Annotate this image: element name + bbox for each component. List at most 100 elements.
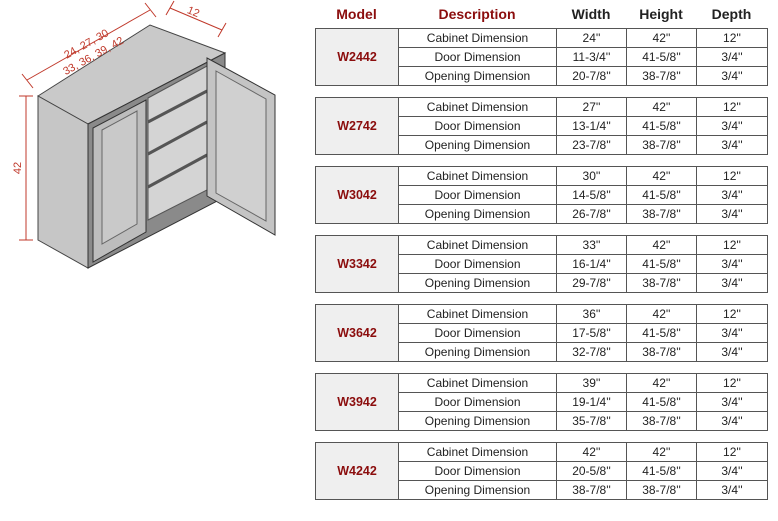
depth-cell: 3/4'' [696,392,768,412]
model-code: W3942 [315,373,399,431]
height-cell: 38-7/8'' [626,411,697,431]
width-cell: 20-7/8'' [556,66,627,86]
height-cell: 42'' [626,235,697,255]
width-cell: 11-3/4'' [556,47,627,67]
height-cell: 38-7/8'' [626,342,697,362]
header-width: Width [571,6,611,22]
cabinet-shelf [147,120,208,156]
width-cell: 19-1/4'' [556,392,627,412]
description-cell: Opening Dimension [398,411,557,431]
width-cell: 26-7/8'' [556,204,627,224]
description-cell: Opening Dimension [398,204,557,224]
description-cell: Opening Dimension [398,273,557,293]
depth-cell: 12'' [696,28,768,48]
depth-dimension-tick [217,22,227,38]
width-cell: 14-5/8'' [556,185,627,205]
depth-cell: 3/4'' [696,254,768,274]
width-cell: 24'' [556,28,627,48]
width-dimension-line [26,9,151,81]
height-cell: 41-5/8'' [626,461,697,481]
width-cell: 39'' [556,373,627,393]
depth-cell: 12'' [696,97,768,117]
description-cell: Cabinet Dimension [398,442,557,462]
depth-dimension-line [169,7,223,31]
depth-dimension-tick [165,0,175,16]
width-cell: 36'' [556,304,627,324]
width-cell: 32-7/8'' [556,342,627,362]
cabinet-shelf [147,89,208,124]
spec-table: Model Description Width Height Depth W24… [315,6,768,511]
depth-cell: 3/4'' [696,480,768,500]
model-code: W3042 [315,166,399,224]
cabinet-shelf [147,153,208,189]
height-cell: 41-5/8'' [626,254,697,274]
header-depth: Depth [711,6,752,22]
cabinet-side-face [37,95,89,269]
height-cell: 42'' [626,28,697,48]
height-cell: 42'' [626,373,697,393]
depth-cell: 3/4'' [696,411,768,431]
depth-cell: 12'' [696,166,768,186]
height-cell: 38-7/8'' [626,480,697,500]
height-cell: 41-5/8'' [626,392,697,412]
height-cell: 42'' [626,166,697,186]
table-header: Model Description Width Height Depth [315,6,767,28]
description-cell: Cabinet Dimension [398,304,557,324]
height-cell: 38-7/8'' [626,273,697,293]
description-cell: Opening Dimension [398,342,557,362]
height-cell: 38-7/8'' [626,204,697,224]
height-cell: 42'' [626,442,697,462]
model-code: W3642 [315,304,399,362]
description-cell: Cabinet Dimension [398,166,557,186]
width-cell: 33'' [556,235,627,255]
height-cell: 38-7/8'' [626,66,697,86]
description-cell: Door Dimension [398,185,557,205]
description-cell: Opening Dimension [398,480,557,500]
depth-cell: 3/4'' [696,47,768,67]
description-cell: Door Dimension [398,323,557,343]
depth-cell: 12'' [696,442,768,462]
header-model: Model [336,6,377,22]
width-cell: 16-1/4'' [556,254,627,274]
description-cell: Cabinet Dimension [398,373,557,393]
model-code: W4242 [315,442,399,500]
door-panel-left [101,110,138,245]
width-cell: 13-1/4'' [556,116,627,136]
height-cell: 42'' [626,97,697,117]
width-dimension-tick [21,73,34,89]
depth-cell: 3/4'' [696,135,768,155]
description-cell: Door Dimension [398,254,557,274]
width-cell: 35-7/8'' [556,411,627,431]
depth-cell: 3/4'' [696,273,768,293]
header-height: Height [639,6,683,22]
width-cell: 42'' [556,442,627,462]
description-cell: Door Dimension [398,47,557,67]
model-code: W2442 [315,28,399,86]
width-cell: 20-5/8'' [556,461,627,481]
height-cell: 41-5/8'' [626,185,697,205]
depth-cell: 12'' [696,373,768,393]
depth-cell: 3/4'' [696,461,768,481]
description-cell: Door Dimension [398,116,557,136]
